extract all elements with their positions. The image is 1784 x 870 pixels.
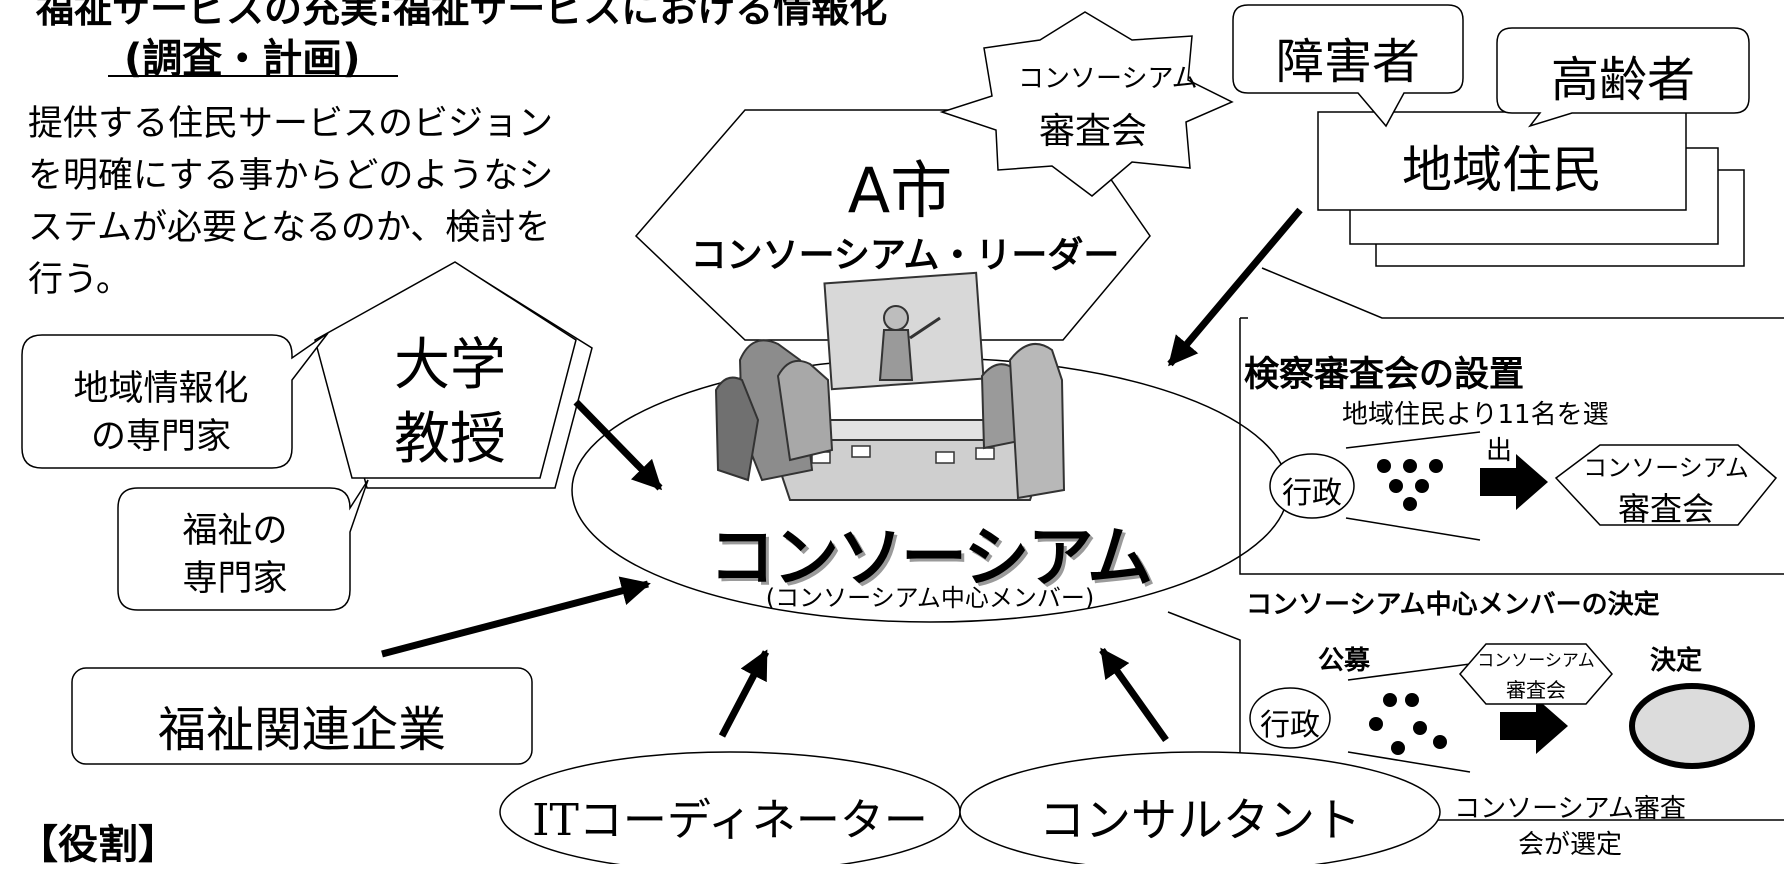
intro-line-3: ステムが必要となるのか、検討を [28,208,551,248]
resident-dots-upper [1377,459,1443,511]
influence-arrows [381,207,1303,743]
inspection-panel-title: 検察審査会の設置 [1244,355,1525,395]
recruit-label: 公募 [1318,646,1371,676]
roles-heading: 【役割】 [18,822,178,868]
callout-disabled [1232,4,1464,128]
review-board-lower-line2: 審査会 [1506,678,1566,702]
review-board-top-line1: コンソーシアム [1018,64,1198,94]
meeting-illustration [714,271,1066,501]
residents-label: 地域住民 [1402,141,1602,199]
page-subtitle: (調査・計画) [124,36,361,82]
callout-elderly [1496,27,1750,128]
thick-arrow-upper [1480,454,1548,510]
review-board-lower-line1: コンソーシアム [1477,651,1595,671]
consultant-label: コンサルタント [1039,793,1361,847]
intro-line-2: を明確にする事からどのようなシ [28,156,554,196]
selection-note-line1: コンソーシアム審査 [1454,794,1686,824]
professor-line1: 大学 [394,333,506,398]
callout-welfare-line1: 福祉の [182,511,288,551]
callout-welfare-line2: 専門家 [182,559,288,599]
arrow-from-professor [573,399,663,491]
consortium-sub: (コンソーシアム中心メンバー) [765,584,1095,612]
callout-welfare-expert [117,479,369,611]
decision-ellipse [1629,683,1755,769]
inspection-select-line1: 地域住民より11名を選 [1342,400,1609,430]
admin-ellipse-upper [1269,453,1355,519]
bracket-line-bottom-upper [1345,517,1481,541]
selection-note-line2: 会が選定 [1517,830,1622,860]
intro-line-1: 提供する住民サービスのビジョン [28,104,554,144]
review-board-upper-line1: コンソーシアム [1583,454,1749,482]
review-board-starburst [939,11,1234,197]
arrow-from-residents [1167,207,1303,367]
bracket-line-bottom-lower [1347,751,1471,773]
arrow-from-welfare-company [381,576,651,658]
page-title: 福祉サービスの充実:福祉サービスにおける情報化 [36,0,888,31]
review-board-upper-line2: 審査会 [1617,490,1714,528]
residents-box-front [1317,111,1687,211]
consultant-ellipse [959,751,1441,864]
admin-ellipse-lower [1249,687,1331,749]
city-name: A市 [847,154,953,227]
decide-label: 決定 [1650,646,1703,676]
callout-regional-expert [21,332,329,469]
consortium-name: コンソーシアム [708,519,1153,596]
welfare-company-label: 福祉関連企業 [157,702,446,758]
callout-elderly-label: 高齢者 [1550,52,1695,108]
arrow-from-consultant [1099,647,1169,743]
review-board-top-line2: 審査会 [1038,111,1147,152]
member-decision-frame [1167,611,1784,821]
member-decision-title: コンソーシアム中心メンバーの決定 [1246,590,1660,620]
review-board-upper-starburst [1554,444,1778,526]
callout-regional-line2: の専門家 [90,417,231,457]
bracket-line-top-lower [1347,663,1471,681]
it-coordinator-label: ITコーディネーター [532,795,928,846]
inspection-panel-frame [1239,267,1784,575]
callout-regional-line1: 地域情報化 [73,369,249,409]
admin-label-upper: 行政 [1282,476,1342,511]
intro-line-4: 行う。 [28,260,131,300]
bracket-line-top-upper [1345,431,1481,449]
arrow-from-it-coordinator [718,649,770,738]
admin-label-lower: 行政 [1260,708,1320,743]
callout-disabled-label: 障害者 [1275,34,1420,90]
thick-arrow-lower [1500,698,1568,754]
inspection-select-line2: 出 [1486,436,1513,466]
welfare-company-box [71,667,533,765]
review-board-lower-starburst [1459,643,1613,705]
professor-pentagon [314,261,577,479]
professor-line2: 教授 [394,407,506,472]
applicant-dots-lower [1369,693,1447,755]
city-role: コンソーシアム・リーダー [690,235,1120,276]
